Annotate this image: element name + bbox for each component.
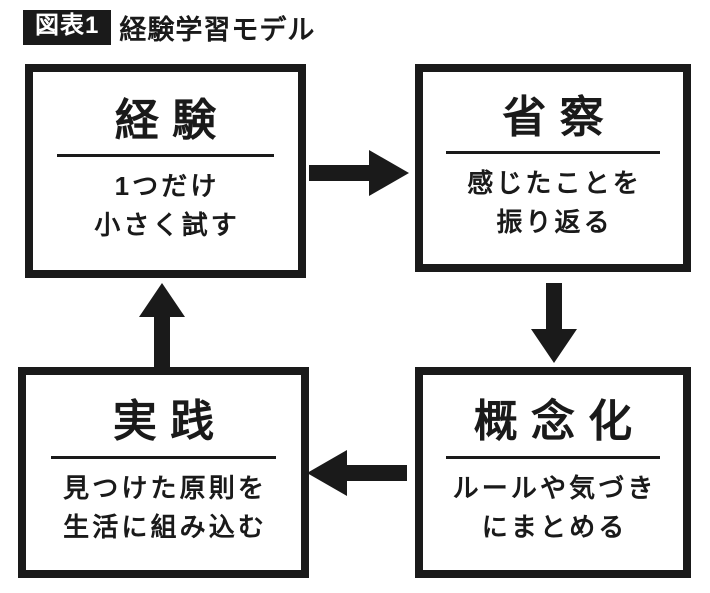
arrow-up-icon: [135, 283, 189, 367]
figure-header: 図表1 経験学習モデル: [23, 8, 315, 47]
node-conceptualization-line1: ルールや気づき: [452, 472, 657, 503]
node-experience-heading: 経験: [114, 95, 230, 145]
node-practice-line2: 生活に組み込む: [63, 511, 267, 542]
heading-divider: [446, 151, 660, 155]
heading-divider: [50, 455, 277, 459]
node-reflection: 省察 感じたことを 振り返る: [415, 64, 691, 272]
node-reflection-line1: 感じたことを: [467, 168, 642, 199]
arrow-down-icon: [527, 283, 581, 363]
node-practice-heading: 実践: [112, 397, 228, 447]
node-practice-line1: 見つけた原則を: [63, 472, 267, 503]
figure-title: 経験学習モデル: [119, 15, 316, 45]
figure-number-badge: 図表1: [23, 10, 112, 45]
node-practice: 実践 見つけた原則を 生活に組み込む: [18, 367, 309, 578]
node-conceptualization-line2: にまとめる: [481, 511, 628, 542]
node-experience-line2: 小さく試す: [94, 210, 240, 241]
node-conceptualization: 概念化 ルールや気づき にまとめる: [415, 367, 691, 578]
node-experience-line1: 1つだけ: [114, 171, 220, 202]
node-reflection-line2: 振り返る: [496, 207, 613, 238]
node-reflection-heading: 省察: [502, 92, 617, 142]
node-conceptualization-heading: 概念化: [473, 397, 646, 447]
node-experience: 経験 1つだけ 小さく試す: [25, 64, 306, 278]
heading-divider: [56, 154, 275, 158]
heading-divider: [446, 455, 660, 459]
arrow-right-icon: [309, 146, 409, 200]
arrow-left-icon: [307, 446, 407, 500]
